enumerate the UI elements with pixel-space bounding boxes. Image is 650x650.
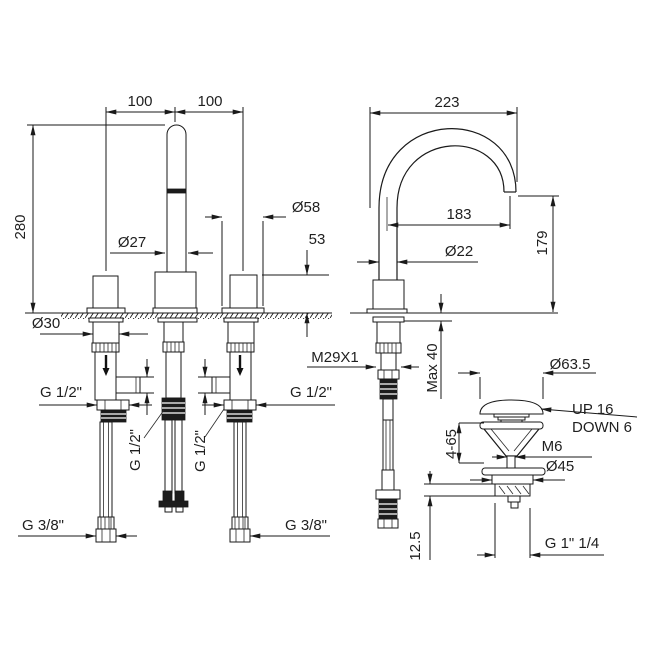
dim-handle-diameter: Ø58 bbox=[205, 199, 320, 306]
dim-cap-diameter: Ø63.5 bbox=[458, 356, 596, 399]
spout-side bbox=[366, 128, 517, 314]
dim-max-deck-thickness: Max 40 bbox=[404, 294, 452, 399]
label-hose-left-thread: G 1/2" bbox=[127, 409, 165, 471]
dim-valve-diameter: Ø30 bbox=[32, 315, 148, 337]
dim-hole-spacing: 100 100 bbox=[105, 93, 244, 271]
m6-label: M6 bbox=[542, 438, 563, 455]
label-valve-left-thread: G 1/2" bbox=[39, 384, 152, 408]
dim-body-height: 12.5 bbox=[407, 471, 508, 561]
dim-o30-label: Ø30 bbox=[32, 315, 60, 332]
label-waste-thread: G 1" 1/4 bbox=[477, 503, 604, 558]
dim-o27-label: Ø27 bbox=[118, 234, 146, 251]
up16-label: UP 16 bbox=[572, 401, 613, 418]
dim-spacing-right-label: 100 bbox=[197, 93, 222, 110]
label-rod-thread: M6 bbox=[492, 438, 592, 460]
g12-hose-right-label: G 1/2" bbox=[192, 430, 209, 472]
front-view: 100 100 280 Ø27 Ø58 53 bbox=[12, 93, 335, 543]
dim-outlet-height: 179 bbox=[518, 195, 559, 313]
handle-right bbox=[221, 274, 265, 314]
g12-left-label: G 1/2" bbox=[40, 384, 82, 401]
dim-clamping-range: 4-65 bbox=[443, 422, 484, 464]
spout-shank-hoses bbox=[157, 317, 198, 513]
dim-flange-diameter: Ø45 bbox=[470, 458, 574, 483]
dim-overall-reach: 223 bbox=[369, 94, 518, 208]
dim-port-left bbox=[140, 359, 154, 415]
m29x1-label: M29X1 bbox=[311, 349, 359, 366]
label-hose-right-thread: G 1/2" bbox=[192, 408, 225, 472]
dim-spout-reach: 183 bbox=[387, 196, 511, 229]
dim-tube-diameter: Ø22 bbox=[357, 243, 478, 265]
dim-179-label: 179 bbox=[534, 230, 551, 255]
g12-right-label: G 1/2" bbox=[290, 384, 332, 401]
spout-front bbox=[152, 124, 198, 314]
drain-detail: Ø63.5 UP 16 DOWN 6 4-65 M6 Ø45 bbox=[407, 356, 638, 561]
dim-280-label: 280 bbox=[12, 214, 29, 239]
spout-shank-side bbox=[372, 316, 405, 529]
label-cap-travel: UP 16 DOWN 6 bbox=[540, 401, 638, 436]
max40-label: Max 40 bbox=[424, 343, 441, 392]
dim-53-label: 53 bbox=[309, 231, 326, 248]
dim-183-label: 183 bbox=[446, 206, 471, 223]
g38-right-label: G 3/8" bbox=[285, 517, 327, 534]
handle-left bbox=[86, 275, 126, 314]
valve-right bbox=[211, 317, 259, 543]
dim-port-right bbox=[198, 359, 212, 415]
dim-o45-label: Ø45 bbox=[546, 458, 574, 475]
down6-label: DOWN 6 bbox=[572, 419, 632, 436]
dim-o635-label: Ø63.5 bbox=[550, 356, 591, 373]
dim-o22-label: Ø22 bbox=[445, 243, 473, 260]
label-shank-thread: M29X1 bbox=[307, 349, 419, 370]
label-valve-right-thread: G 1/2" bbox=[202, 384, 335, 408]
dim-223-label: 223 bbox=[434, 94, 459, 111]
dim-handle-height: 53 bbox=[262, 231, 329, 337]
g12-hose-left-label: G 1/2" bbox=[127, 429, 144, 471]
label-supply-left-thread: G 3/8" bbox=[18, 517, 137, 539]
label-supply-right-thread: G 3/8" bbox=[249, 517, 330, 539]
dim-o58-label: Ø58 bbox=[292, 199, 320, 216]
dim-spout-height: 280 bbox=[12, 124, 165, 314]
dim-125-label: 12.5 bbox=[407, 531, 424, 560]
dim-spacing-left-label: 100 bbox=[127, 93, 152, 110]
side-view: 223 183 Ø22 179 M29X1 bbox=[307, 94, 559, 529]
dim-spout-diameter: Ø27 bbox=[110, 234, 213, 256]
drain-pop-up-waste bbox=[479, 399, 546, 509]
g38-left-label: G 3/8" bbox=[22, 517, 64, 534]
g114-label: G 1" 1/4 bbox=[545, 535, 600, 552]
dim-465-label: 4-65 bbox=[443, 429, 460, 459]
